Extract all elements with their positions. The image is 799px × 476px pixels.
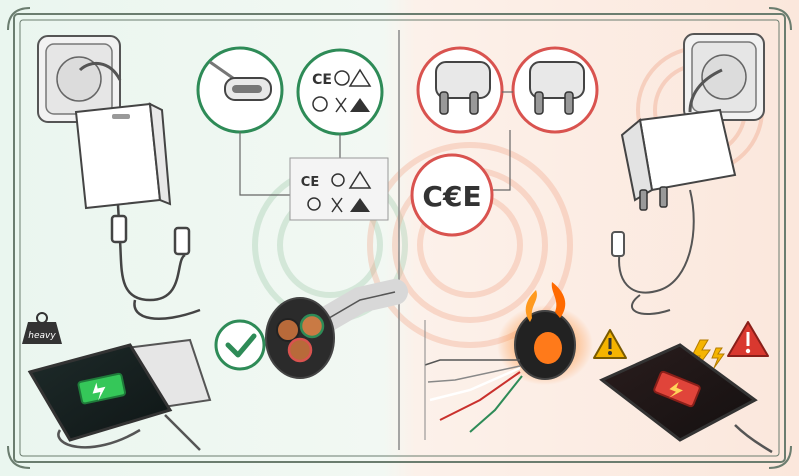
thin-cable-unsafe (611, 189, 695, 315)
usb-c-connector-closeup (196, 46, 284, 134)
fake-ce-mark-closeup: C€E (410, 153, 494, 237)
usb-c-cable-safe (110, 204, 201, 320)
battery-overheat-icon (653, 370, 701, 408)
ce-mark-panel-label: CE (301, 175, 319, 190)
outlet-cable-safe (78, 61, 122, 81)
warning-triangle-red-icon (727, 321, 769, 357)
fake-ce-mark-label: C€E (422, 180, 481, 213)
battery-full-icon (77, 372, 126, 405)
checkmark-icon (214, 319, 266, 371)
weight-badge-label: heavy (28, 331, 56, 341)
certification-label-panel: CE (289, 157, 389, 221)
connector-lines-unsafe (493, 130, 511, 191)
plug-closeup-2 (511, 46, 599, 134)
warning-triangle-icon (593, 329, 627, 359)
frayed-cable-closeup (424, 282, 593, 433)
outlet-cable-unsafe (688, 68, 723, 113)
phone-cable-safe (57, 414, 201, 451)
plug-closeup-1 (416, 46, 504, 134)
connector-lines-safe (239, 132, 341, 196)
charger-safe (74, 102, 172, 210)
weight-badge: heavy (22, 312, 62, 344)
charger-unsafe (620, 108, 737, 211)
thick-cable-closeup (265, 279, 408, 379)
certification-marks-closeup: CE (296, 48, 384, 136)
flame-icon (551, 282, 566, 318)
phone-cable-unsafe (734, 424, 773, 454)
decorative-frame (7, 7, 792, 469)
wall-outlet-unsafe (683, 33, 765, 121)
ce-mark-label: CE (312, 72, 332, 88)
